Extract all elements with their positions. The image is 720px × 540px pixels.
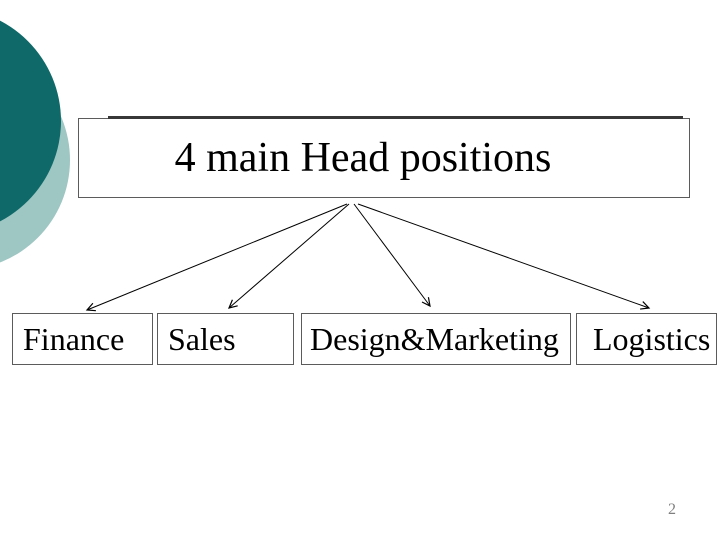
title-box: 4 main Head positions (78, 118, 690, 198)
arrow-to-sales (227, 203, 350, 309)
position-box-design-marketing: Design&Marketing (301, 313, 571, 365)
position-box-logistics: Logistics (576, 313, 717, 365)
position-label-logistics: Logistics (593, 320, 711, 357)
arrow-to-logistics (357, 203, 651, 310)
arrow-to-finance (85, 203, 348, 312)
position-label-design-marketing: Design&Marketing (310, 320, 559, 357)
position-box-sales: Sales (157, 313, 294, 365)
position-box-finance: Finance (12, 313, 153, 365)
position-label-sales: Sales (168, 320, 236, 357)
arrow-to-design-marketing (353, 203, 431, 308)
page-number: 2 (668, 501, 676, 518)
slide-title: 4 main Head positions (174, 135, 552, 181)
position-label-finance: Finance (23, 320, 125, 357)
title-accent-line (108, 116, 683, 119)
